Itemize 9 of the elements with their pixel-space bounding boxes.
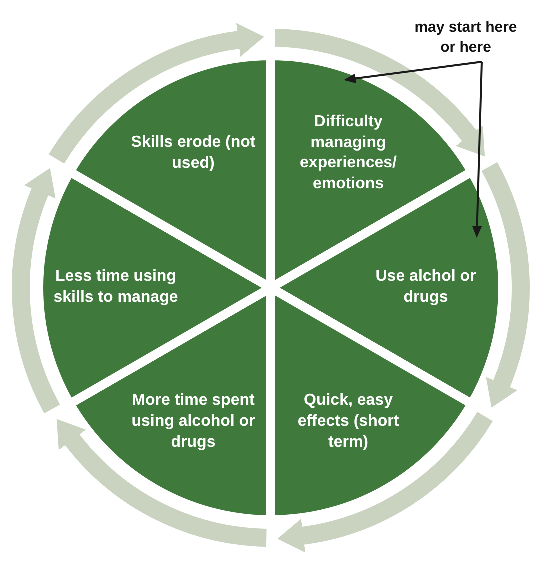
- pointer-arrow: [344, 61, 482, 84]
- segment-label: Use alchol or drugs: [374, 267, 478, 308]
- segment-label: Skills erode (not used): [130, 132, 257, 174]
- segment-label: Difficulty managing experiences/ emotions: [299, 112, 398, 195]
- annotation-note: may start here or here: [408, 18, 524, 57]
- segment-label: More time spent using alcohol or drugs: [130, 391, 256, 453]
- pointer-arrow: [472, 62, 483, 238]
- segment-label: Quick, easy effects (short term): [296, 391, 400, 453]
- segment-label: Less time using skills to manage: [52, 267, 180, 308]
